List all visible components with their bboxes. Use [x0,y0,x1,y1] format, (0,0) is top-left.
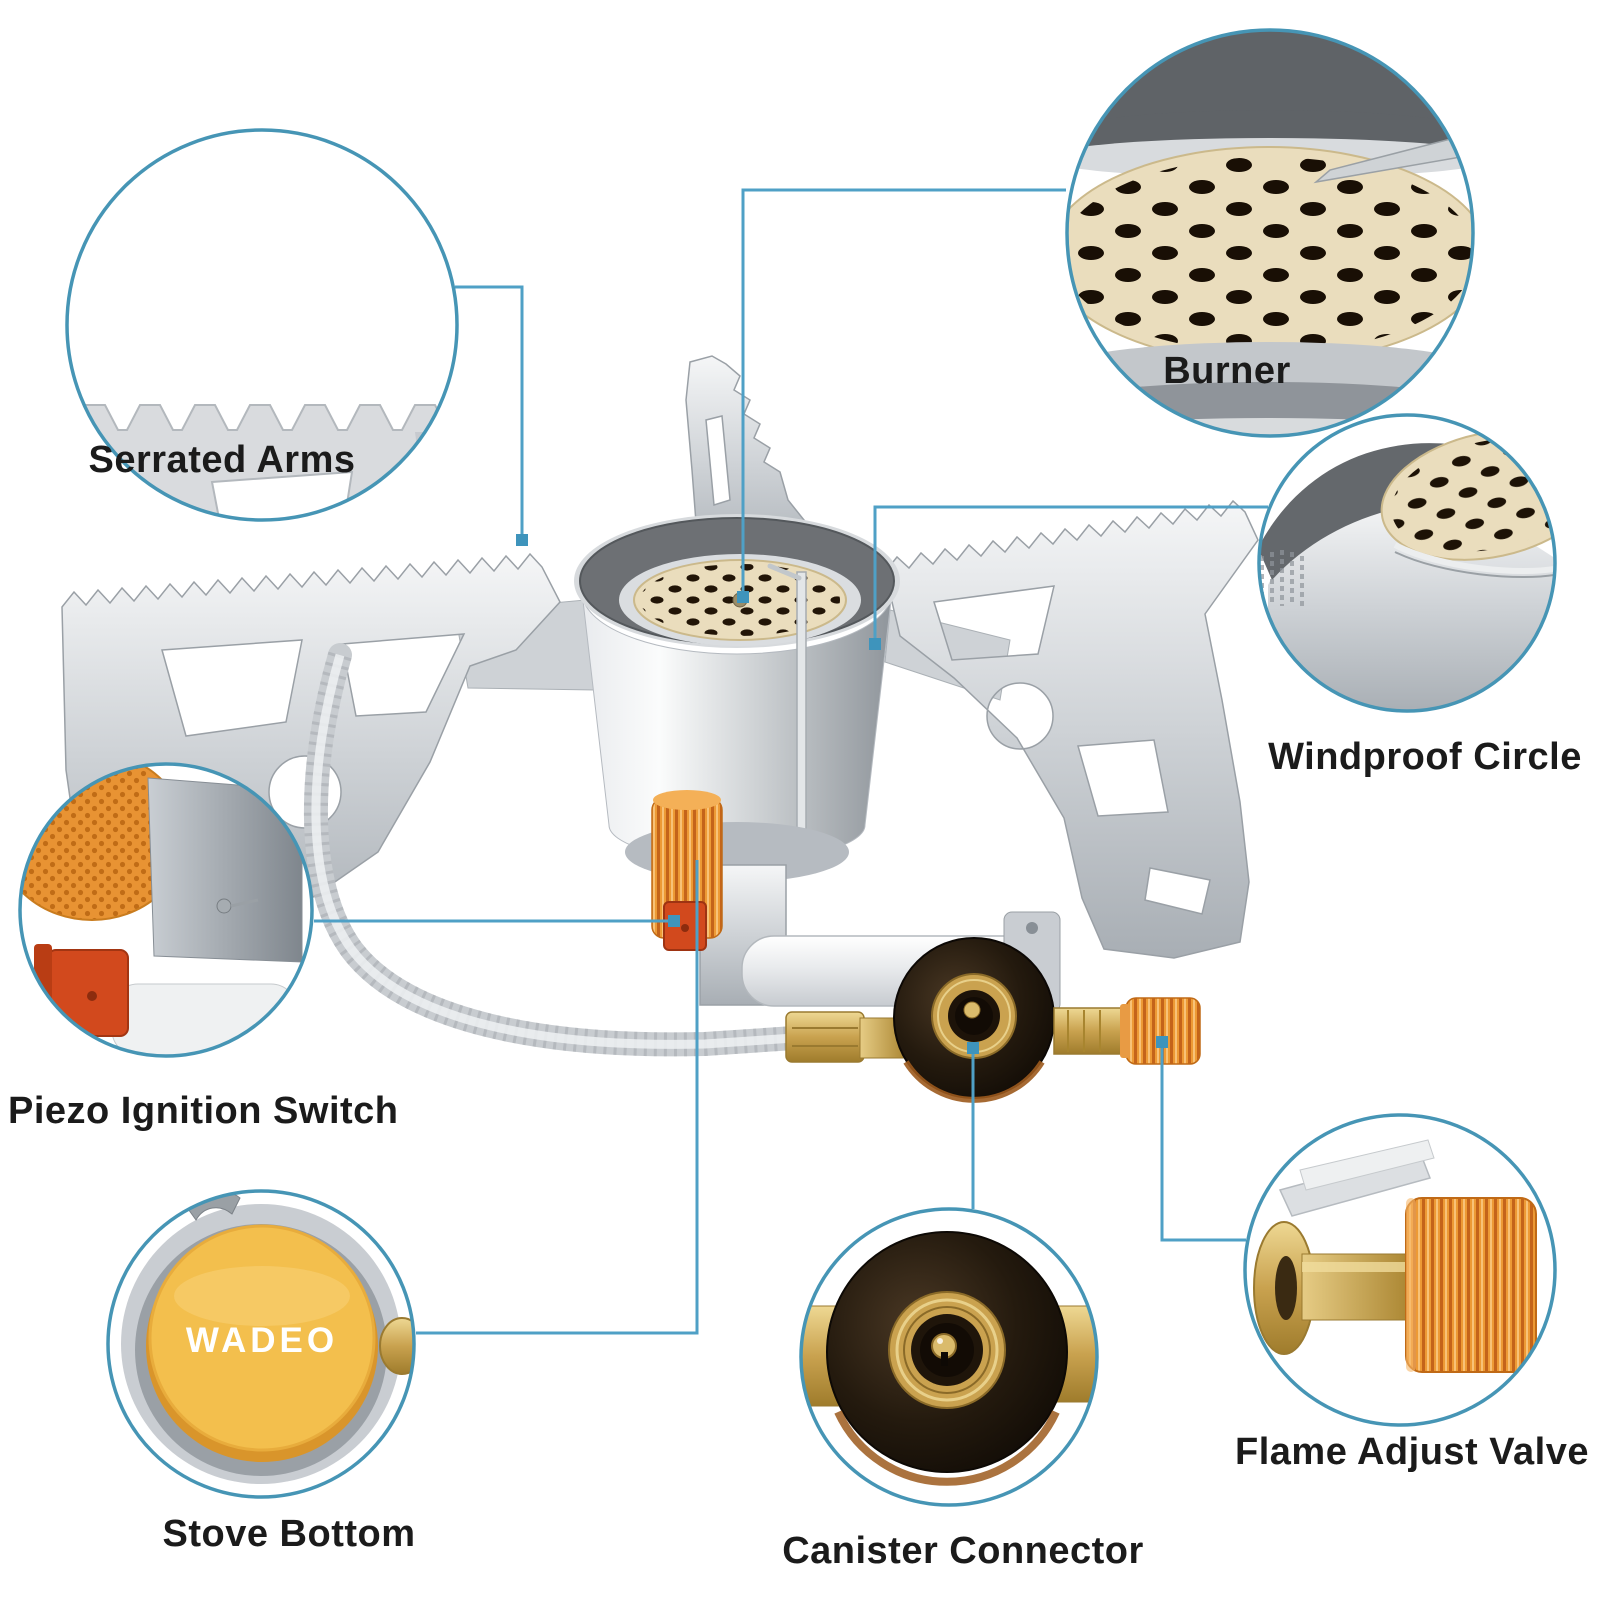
detail-brass-ridge1 [895,1298,999,1402]
detail-pin-slot [941,1352,948,1366]
detail-border [1257,413,1557,713]
detail-plate-holes [1067,157,1473,353]
detail-silver-strip2 [1299,1139,1435,1191]
detail-pin-highlight [937,1338,943,1344]
detail-white-cylinder [111,983,298,1056]
detail-button-dot [87,991,97,1001]
valve-stem-ridges [1067,1010,1101,1052]
callout-flame-adjust-valve [1243,1113,1557,1427]
detail-stove-bottom: WADEO [121,1191,414,1484]
line-stove-bottom [416,860,699,1335]
valve-stem [1053,1007,1127,1055]
piezo-button-dot [681,924,689,932]
hex-nut-ridges [792,1027,858,1047]
callout-windproof-circle [1257,413,1557,713]
detail-border [799,1207,1099,1507]
brand-wordmark: WADEO [186,1321,338,1360]
detail-igniter-needle [1313,131,1473,184]
callout-serrated-arms [65,128,459,522]
label-canister-connector: Canister Connector [782,1530,1144,1572]
detail-knob-bevel [1406,1198,1416,1372]
dot-burner [737,591,749,603]
detail-flange-slot [1275,1256,1297,1320]
line-windproof-circle [873,505,1268,644]
callout-piezo-ignition-switch [18,762,314,1058]
dot-canister-connector [967,1042,979,1054]
detail-burner [1067,30,1473,436]
detail-rim-highlight [1393,542,1555,574]
label-serrated-arms: Serrated Arms [89,439,356,481]
detail-border [18,762,314,1058]
detail-metal-block [147,777,303,963]
callout-stove-bottom: WADEO [106,1189,416,1499]
connector-pin [963,1001,981,1019]
line-serrated-arms [455,285,524,540]
detail-rim-line [1394,551,1555,578]
ignition-electrode [796,571,807,865]
detail-amber-underside [834,1410,1060,1486]
hose-hex-nut [785,1011,865,1063]
detail-canister-connector [801,1231,1097,1486]
detail-stem-highlight [1302,1262,1410,1272]
label-burner: Burner [1163,350,1291,392]
callout-canister-connector [799,1207,1099,1507]
detail-arm-bevel [415,432,457,520]
detail-brass-ridge2 [903,1306,991,1394]
right-serrated-arm [884,499,1259,959]
line-flame-adjust-valve [1160,1042,1246,1242]
detail-border [106,1189,416,1499]
detail-red-button-flange [34,944,52,1042]
detail-cap-highlight [174,1266,350,1326]
callout-lines [314,188,1268,1335]
label-piezo-ignition-switch: Piezo Ignition Switch [8,1090,399,1132]
detail-screw-tip [230,898,259,908]
hose-highlight [311,653,795,1049]
detail-orange-knob [1405,1197,1537,1373]
callout-burner [1065,28,1475,438]
ignition-knob-top [653,790,721,810]
dot-flame-adjust-valve [1156,1036,1168,1048]
detail-serrated-edge [71,404,457,520]
dot-piezo-ignition [668,915,680,927]
detail-border [1243,1113,1557,1427]
electrode-tip [767,563,802,581]
burner-bowl [574,514,900,882]
detail-flame-valve [1253,1139,1537,1373]
callout-labels: Serrated Arms Burner Windproof Circle Pi… [8,350,1589,1572]
detail-border [65,128,459,522]
dot-serrated-arms [516,534,528,546]
detail-braid-texture [1260,550,1304,606]
flame-valve-lip [1120,1004,1130,1058]
label-stove-bottom: Stove Bottom [163,1513,416,1555]
label-windproof-circle: Windproof Circle [1268,736,1582,778]
dot-windproof-circle [869,638,881,650]
fuel-hose [304,643,806,1057]
detail-border [1065,28,1475,438]
line-burner [741,188,1066,597]
label-flame-adjust-valve: Flame Adjust Valve [1235,1431,1589,1473]
clamp-bolt [1026,922,1038,934]
detail-screw [216,898,232,914]
detail-brass-fitting [379,1317,414,1375]
